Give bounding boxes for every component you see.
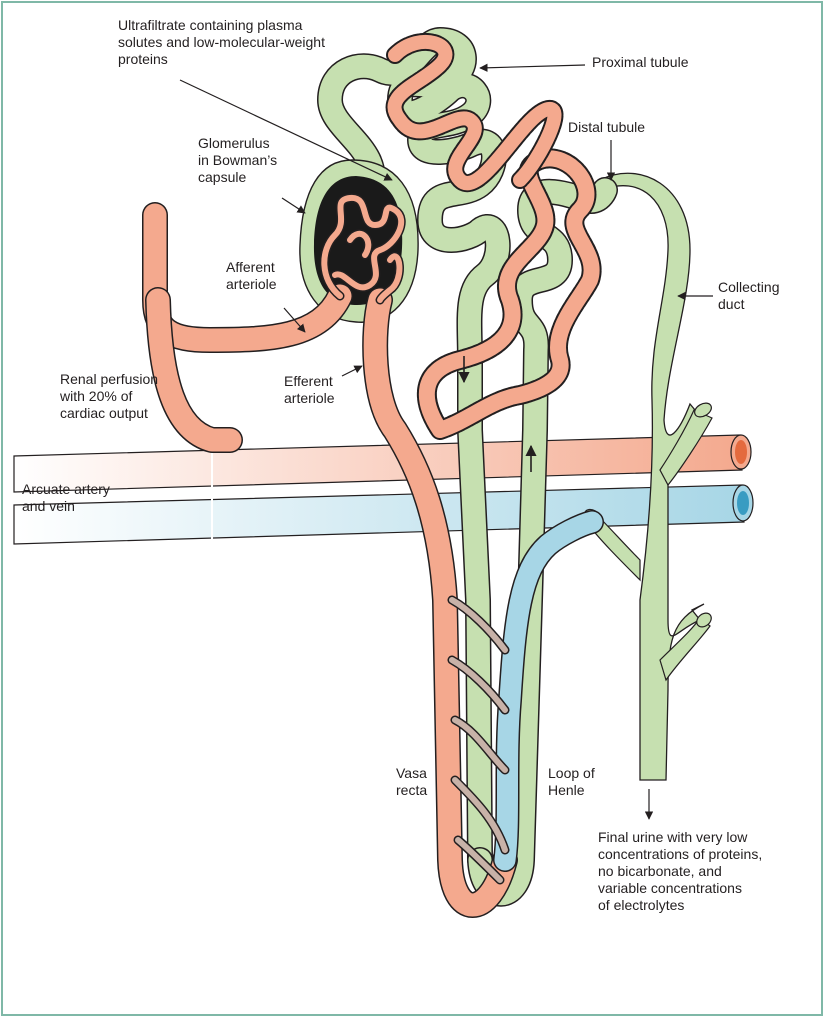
arcuate-vessels [14,435,753,544]
collecting-duct [582,173,714,780]
label-vasa-recta: Vasa recta [396,765,431,798]
arcuate-artery [14,435,742,492]
arcuate-vein [14,485,744,544]
label-collecting-duct: Collecting duct [718,279,783,312]
label-efferent-arteriole: Efferent arteriole [284,373,337,406]
arrow-efferent [342,366,362,376]
label-final-urine: Final urine with very low concentrations… [598,829,766,913]
arrow-proximal [480,65,585,68]
label-distal-tubule: Distal tubule [568,119,645,135]
label-renal-perfusion: Renal perfusion with 20% of cardiac outp… [59,371,162,421]
label-afferent-arteriole: Afferent arteriole [226,259,279,292]
bowmans-capsule [300,160,418,322]
arrow-glomerulus [282,198,305,213]
label-proximal-tubule: Proximal tubule [592,54,689,70]
label-ultrafiltrate: Ultrafiltrate containing plasma solutes … [118,17,329,67]
label-glomerulus: Glomerulus in Bowman’s capsule [198,135,281,185]
label-loop-of-henle: Loop of Henle [548,765,599,798]
